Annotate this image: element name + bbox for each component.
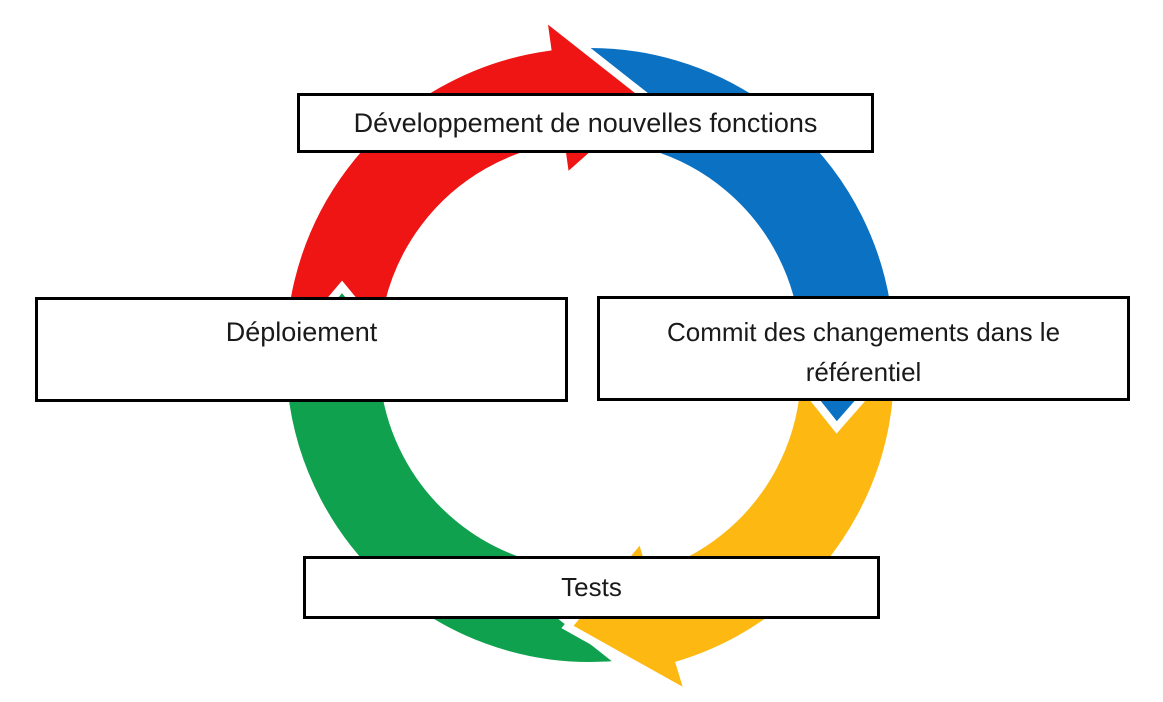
label-box-tests: Tests	[303, 556, 880, 619]
development-label: Développement de nouvelles fonctions	[353, 107, 818, 138]
commit-label-line1: Commit des changements dans le	[666, 317, 1061, 347]
commit-label-line2: référentiel	[805, 357, 922, 387]
deployment-label: Déploiement	[225, 317, 378, 347]
label-box-commit: Commit des changements dans le référenti…	[597, 296, 1130, 401]
tests-label: Tests	[561, 572, 622, 602]
label-box-development: Développement de nouvelles fonctions	[297, 93, 874, 153]
label-box-deployment: Déploiement	[35, 297, 568, 402]
